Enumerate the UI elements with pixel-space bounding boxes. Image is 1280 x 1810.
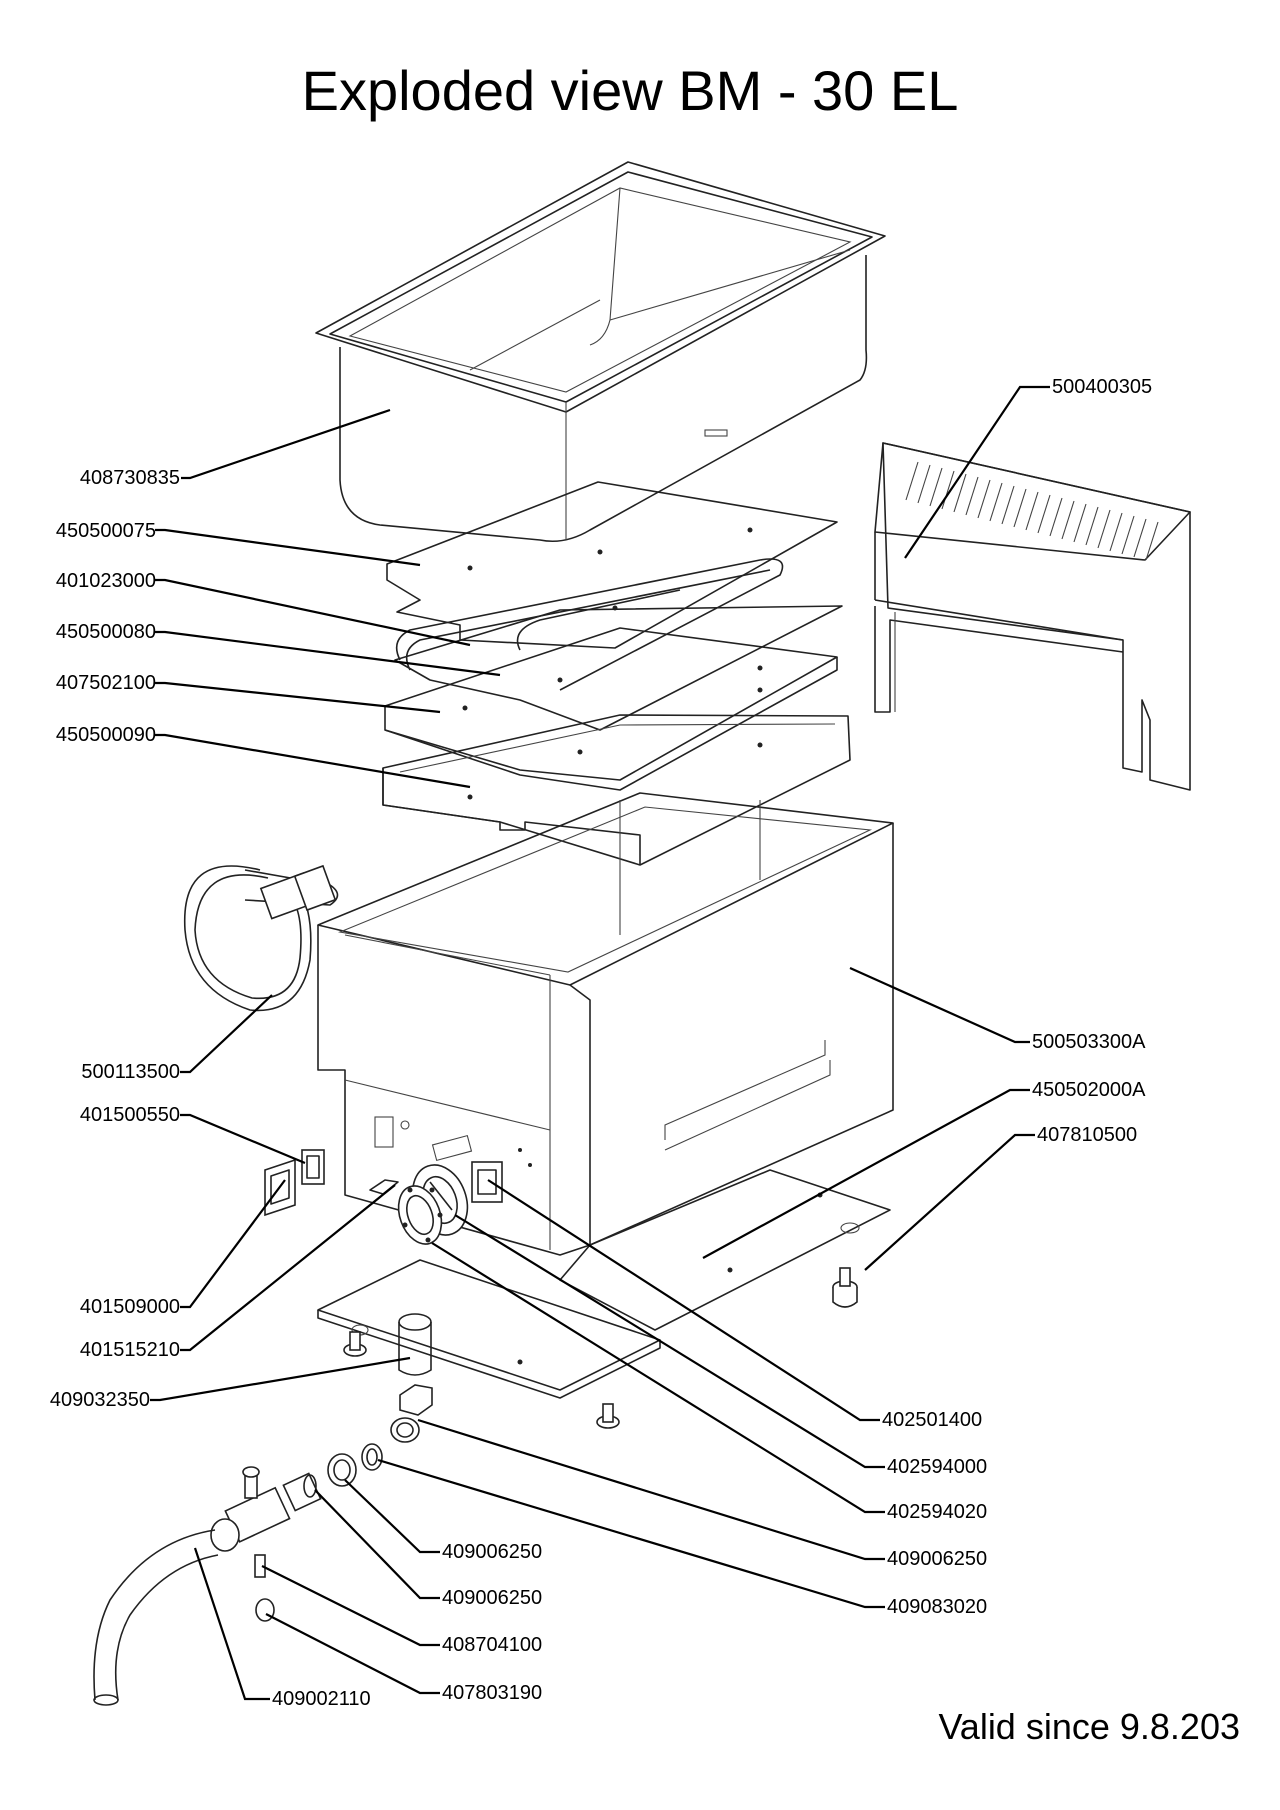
label-402594020: 402594020 xyxy=(887,1501,988,1523)
hose-409002110 xyxy=(93,1529,219,1706)
plate-450500075 xyxy=(386,481,838,649)
label-409006250-nut: 409006250 xyxy=(442,1541,543,1563)
drain-connector-409032350 xyxy=(398,1313,432,1376)
thermostat-402501400 xyxy=(471,1161,503,1203)
flange-402594020 xyxy=(397,1185,443,1245)
label-500503300A: 500503300A xyxy=(1032,1031,1146,1053)
feet-407810500 xyxy=(343,1267,858,1429)
mains-cable-500113500 xyxy=(183,864,339,1012)
label-450500075: 450500075 xyxy=(55,520,156,542)
elbow-fitting xyxy=(390,1384,433,1443)
label-450500080: 450500080 xyxy=(55,621,156,643)
drain-base-plate xyxy=(317,1259,661,1399)
label-450502000A: 450502000A xyxy=(1032,1079,1146,1101)
lamp-401515210 xyxy=(369,1179,399,1195)
label-401023000: 401023000 xyxy=(55,570,156,592)
label-409006250-elbow: 409006250 xyxy=(887,1548,988,1570)
label-409006250-nipple: 409006250 xyxy=(442,1587,543,1609)
label-500400305: 500400305 xyxy=(1052,376,1153,398)
label-450500090: 450500090 xyxy=(55,724,156,746)
nipple-409006250 xyxy=(282,1472,322,1512)
label-409002110: 409002110 xyxy=(272,1688,371,1710)
validity-note: Valid since 9.8.203 xyxy=(938,1706,1240,1747)
label-407803190: 407803190 xyxy=(442,1682,543,1704)
label-409032350: 409032350 xyxy=(49,1389,150,1411)
label-409083020: 409083020 xyxy=(887,1596,988,1618)
label-407810500: 407810500 xyxy=(1037,1124,1138,1146)
label-407502100: 407502100 xyxy=(55,672,156,694)
rear-panel-500400305 xyxy=(874,442,1191,791)
switch-401500550 xyxy=(301,1149,325,1185)
plate-407502100 xyxy=(384,627,838,791)
sensor-408704100 xyxy=(254,1554,266,1578)
label-402594000: 402594000 xyxy=(887,1456,988,1478)
leader-lines xyxy=(150,385,1050,1701)
gn-pan-drawing xyxy=(315,161,886,543)
label-408704100: 408704100 xyxy=(442,1634,543,1656)
label-500113500: 500113500 xyxy=(81,1061,180,1083)
label-402501400: 402501400 xyxy=(882,1409,983,1431)
label-401500550: 401500550 xyxy=(79,1104,180,1126)
nut-409006250 xyxy=(327,1453,357,1487)
heating-element-401023000 xyxy=(394,558,843,731)
label-401515210: 401515210 xyxy=(79,1339,180,1361)
label-408730835: 408730835 xyxy=(79,467,180,489)
washer-409083020 xyxy=(361,1443,383,1471)
tray-450500090 xyxy=(382,714,851,866)
housing-500503300A xyxy=(317,792,894,1256)
label-401509000: 401509000 xyxy=(79,1296,180,1318)
ball-valve xyxy=(210,1466,291,1552)
page-title: Exploded view BM - 30 EL xyxy=(301,59,959,122)
